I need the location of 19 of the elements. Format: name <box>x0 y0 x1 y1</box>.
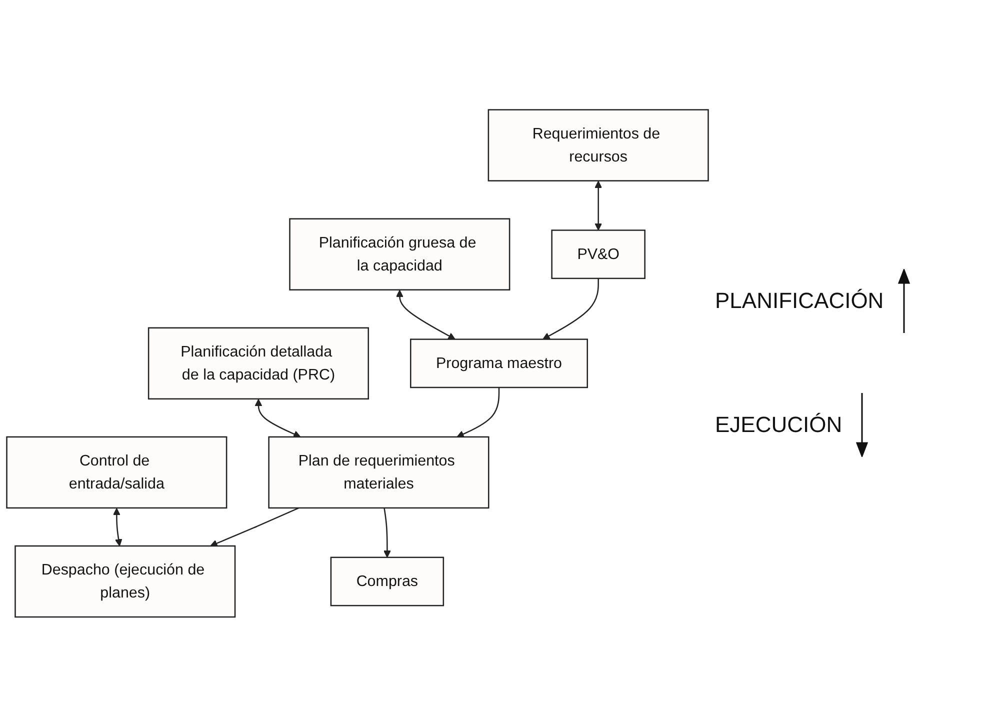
arrow <box>456 387 500 438</box>
node-box: Despacho (ejecución de planes) <box>14 544 236 618</box>
node-box: Plan de requerimientos materiales <box>268 436 490 508</box>
node-box: Compras <box>330 556 444 606</box>
arrow <box>396 289 456 340</box>
arrow <box>112 508 122 546</box>
node-box: Planificación detallada de la capacidad (PRC) <box>148 326 369 400</box>
section-label: EJECUCIÓN <box>715 412 842 438</box>
node-box: PV&O <box>551 229 646 279</box>
section-label: PLANIFICACIÓN <box>715 288 884 314</box>
arrow <box>542 278 599 340</box>
node-box: Control de entrada/salida <box>6 436 228 508</box>
node-box: Programa maestro <box>410 338 588 388</box>
arrow <box>254 398 301 438</box>
arrow <box>210 506 300 546</box>
node-box: Requerimientos de recursos <box>488 108 709 182</box>
arrow <box>383 507 391 558</box>
node-box: Planificación gruesa de la capacidad <box>289 218 510 290</box>
arrow <box>594 180 602 230</box>
